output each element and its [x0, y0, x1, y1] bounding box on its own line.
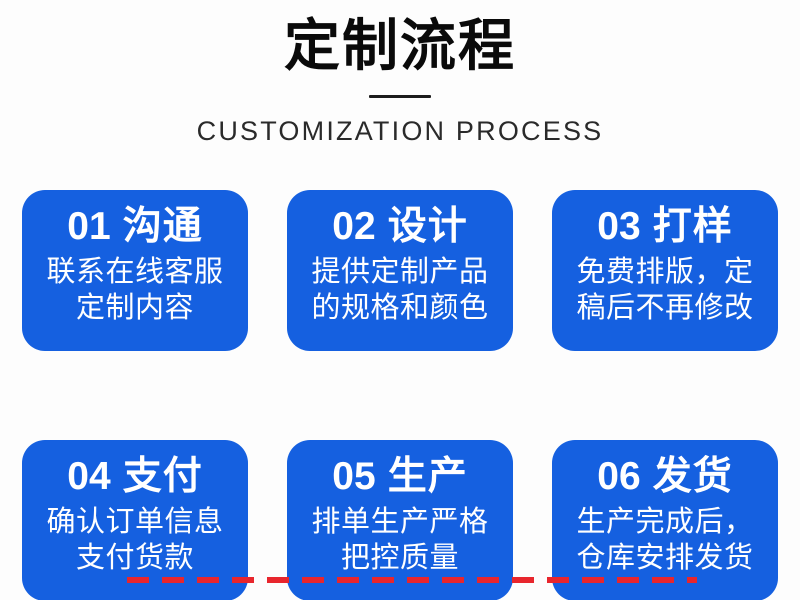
step-number: 01: [67, 205, 111, 248]
step-name: 沟通: [122, 205, 203, 248]
step-description: 确认订单信息 支付货款: [46, 506, 223, 574]
step-name: 支付: [122, 455, 203, 498]
step-card-05[interactable]: 05 生产 排单生产严格 把控质量: [287, 440, 513, 600]
step-description-line: 定制内容: [75, 291, 194, 324]
step-heading: 01 沟通: [67, 205, 203, 248]
step-name: 发货: [652, 455, 733, 498]
step-description-line: 联系在线客服: [46, 256, 224, 289]
step-number: 06: [597, 455, 641, 498]
step-name: 打样: [652, 205, 733, 248]
step-description-line: 确认订单信息: [46, 506, 224, 539]
step-card-06[interactable]: 06 发货 生产完成后， 仓库安排发货: [552, 440, 778, 600]
process-steps-row-bottom: 04 支付 确认订单信息 支付货款 05 生产 排单生产严格 把控质量 06 发…: [22, 440, 778, 600]
step-description: 联系在线客服 定制内容: [46, 256, 223, 324]
step-card-02[interactable]: 02 设计 提供定制产品 的规格和颜色: [287, 190, 513, 351]
title-divider: [369, 95, 431, 99]
process-steps-grid: 01 沟通 联系在线客服 定制内容 02 设计 提供定制产品 的规格和颜色 03…: [22, 190, 778, 600]
step-description-line: 的规格和颜色: [311, 291, 489, 324]
step-heading: 03 打样: [597, 205, 733, 248]
process-steps-row-top: 01 沟通 联系在线客服 定制内容 02 设计 提供定制产品 的规格和颜色 03…: [22, 190, 778, 351]
step-description-line: 支付货款: [75, 541, 194, 574]
step-description: 排单生产严格 把控质量: [311, 506, 488, 574]
step-number: 03: [597, 205, 641, 248]
step-description: 免费排版，定 稿后不再修改: [576, 256, 753, 324]
step-name: 设计: [387, 205, 468, 248]
step-description-line: 排单生产严格: [311, 506, 489, 539]
page-header: 定制流程 CUSTOMIZATION PROCESS: [0, 0, 800, 147]
step-description-line: 仓库安排发货: [576, 541, 754, 574]
step-number: 02: [332, 205, 376, 248]
step-description-line: 稿后不再修改: [576, 291, 754, 324]
step-description: 提供定制产品 的规格和颜色: [311, 256, 488, 324]
step-description-line: 生产完成后，: [576, 506, 754, 539]
step-card-01[interactable]: 01 沟通 联系在线客服 定制内容: [22, 190, 248, 351]
step-heading: 04 支付: [67, 455, 203, 498]
step-name: 生产: [387, 455, 468, 498]
step-number: 05: [332, 455, 376, 498]
step-card-04[interactable]: 04 支付 确认订单信息 支付货款: [22, 440, 248, 600]
row-separator-dashed: [127, 577, 697, 583]
page-title: 定制流程: [284, 14, 516, 77]
step-heading: 06 发货: [597, 455, 733, 498]
step-number: 04: [67, 455, 111, 498]
step-card-03[interactable]: 03 打样 免费排版，定 稿后不再修改: [552, 190, 778, 351]
step-description: 生产完成后， 仓库安排发货: [576, 506, 753, 574]
step-heading: 02 设计: [332, 205, 468, 248]
page-subtitle: CUSTOMIZATION PROCESS: [196, 116, 604, 147]
step-description-line: 免费排版，定: [576, 256, 754, 289]
step-heading: 05 生产: [332, 455, 468, 498]
step-description-line: 提供定制产品: [311, 256, 489, 289]
step-description-line: 把控质量: [340, 541, 459, 574]
